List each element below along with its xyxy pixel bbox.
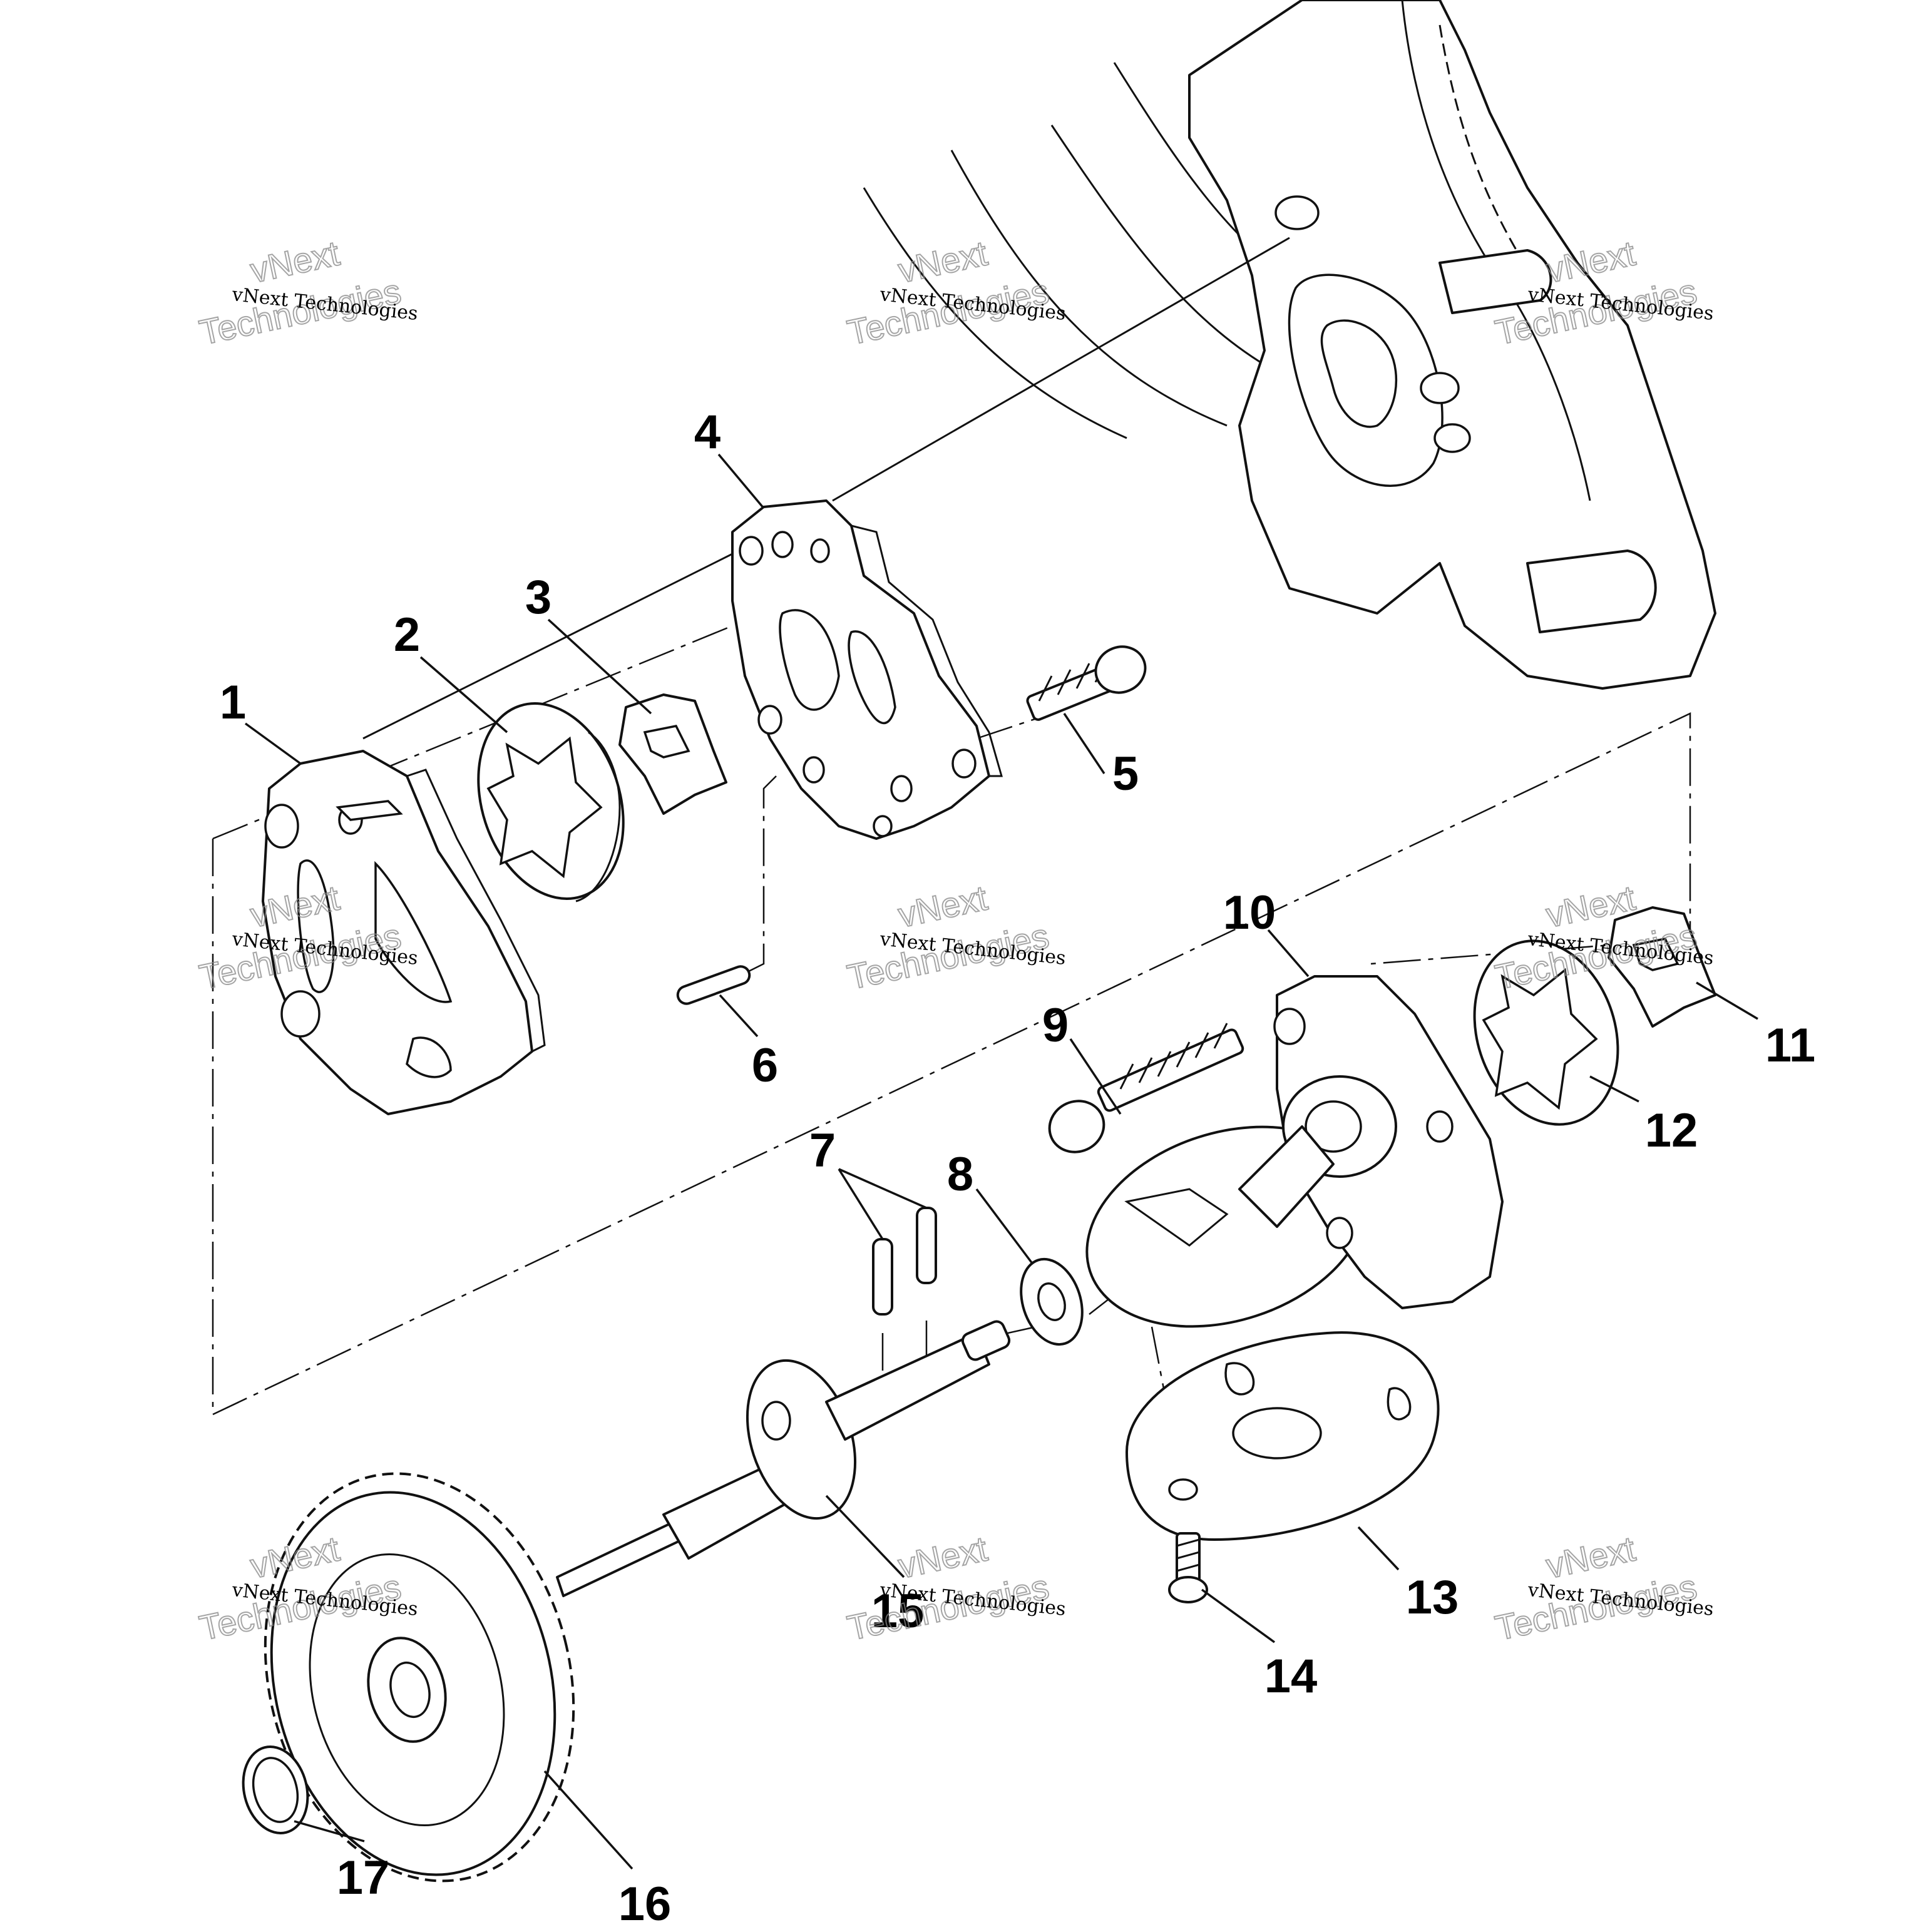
- callout-16: 16: [618, 1878, 672, 1931]
- watermark-big-line1: vNext: [1542, 1528, 1639, 1585]
- leader-lines: [244, 453, 1758, 1870]
- part-11-inner-rotor: [1608, 906, 1716, 1028]
- callout-10: 10: [1223, 886, 1276, 939]
- part-9-long-bolt: [1048, 1023, 1244, 1153]
- part-16-gear: [264, 1472, 575, 1883]
- callout-12: 12: [1645, 1104, 1698, 1157]
- callout-13: 13: [1406, 1571, 1459, 1624]
- callout-5: 5: [1112, 747, 1139, 800]
- callout-7: 7: [809, 1124, 836, 1177]
- part-14-screw: [1168, 1532, 1208, 1603]
- part-2-outer-rotor: [477, 702, 625, 902]
- watermark-big-line1: vNext: [895, 233, 991, 290]
- callout-11: 11: [1765, 1019, 1815, 1072]
- callouts: 1 2 3 4 5 6 7 8 9 10 11 12 13 14 15 16 1…: [220, 406, 1815, 1931]
- callout-8: 8: [947, 1148, 973, 1201]
- part-10-pump-housing: [1085, 975, 1504, 1328]
- part-12-outer-rotor: [1473, 939, 1619, 1126]
- callout-4: 4: [694, 406, 720, 459]
- callout-14: 14: [1264, 1650, 1318, 1703]
- part-6-dowel-pin: [676, 965, 751, 1005]
- part-1-pump-cover: [262, 750, 546, 1115]
- callout-15: 15: [871, 1585, 925, 1638]
- part-15-shaft: [556, 1320, 1011, 1597]
- part-8-washer: [1020, 1257, 1084, 1346]
- part-4-pump-body: [731, 499, 1003, 840]
- part-5-bolt: [1026, 645, 1147, 721]
- callout-17: 17: [337, 1851, 390, 1904]
- part-3-inner-rotor: [618, 693, 727, 815]
- part-17-washer: [242, 1745, 309, 1834]
- part-7-pins: [872, 1207, 937, 1316]
- callout-3: 3: [525, 571, 551, 624]
- callout-9: 9: [1042, 999, 1069, 1052]
- watermark-big-line1: vNext: [895, 877, 991, 934]
- callout-2: 2: [394, 608, 420, 662]
- part-13-cover-plate: [1126, 1331, 1440, 1541]
- callout-6: 6: [752, 1039, 778, 1092]
- watermark-big-line1: vNext: [895, 1528, 991, 1585]
- watermark-big-line1: vNext: [247, 233, 343, 290]
- callout-1: 1: [220, 676, 246, 729]
- engine-case: [863, 0, 1716, 690]
